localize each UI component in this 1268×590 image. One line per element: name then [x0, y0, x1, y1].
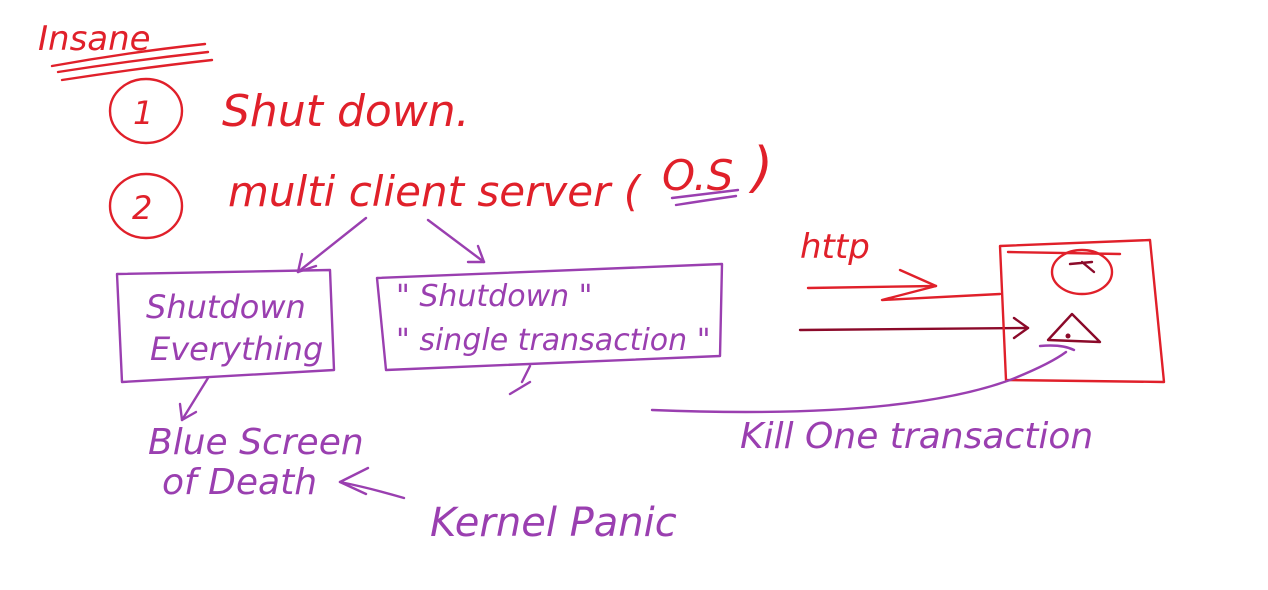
- right-box-line1: " Shutdown ": [396, 279, 592, 314]
- right-box-tick-mark: [508, 364, 532, 396]
- circle-icon-mark: [1068, 260, 1096, 274]
- http-label: http: [800, 227, 870, 267]
- right-box: [375, 262, 724, 372]
- heading-underline-2: [56, 50, 210, 74]
- item-1-text: Shut down.: [222, 86, 470, 137]
- right-box-line2: " single transaction ": [396, 323, 711, 358]
- arrow-to-right-box-head: [466, 244, 486, 264]
- arrow-to-bsod: [180, 376, 210, 422]
- circle-icon: [1050, 248, 1114, 296]
- maroon-request-arrow-head: [1012, 316, 1030, 340]
- server-box: [998, 238, 1166, 384]
- left-box-line1: Shutdown: [146, 288, 306, 326]
- warning-icon: [1046, 312, 1102, 344]
- bsod-line1: Blue Screen: [148, 422, 364, 463]
- item-2-close-paren: ): [748, 136, 773, 199]
- arrow-kernel-to-bsod-head: [338, 466, 370, 496]
- left-box: [115, 268, 336, 384]
- os-underline-1: [670, 188, 740, 200]
- heading-underline-1: [50, 42, 207, 68]
- item-2-number-circle: [108, 172, 184, 240]
- http-arrow-zigzag: [880, 268, 1002, 302]
- item-2-number: 2: [132, 189, 152, 227]
- http-arrow-top: [806, 284, 938, 290]
- arrow-kernel-to-bsod: [338, 480, 406, 500]
- kill-one-label: Kill One transaction: [740, 416, 1093, 457]
- os-underline-2: [674, 194, 738, 207]
- item-1-number-circle: [108, 77, 184, 145]
- item-1-number: 1: [133, 94, 153, 132]
- heading-underline-3: [60, 58, 214, 82]
- warning-icon-dot: [1065, 333, 1071, 339]
- arrow-to-right-box: [426, 218, 486, 264]
- arrow-to-bsod-head: [178, 402, 198, 422]
- kernel-panic-label: Kernel Panic: [430, 500, 677, 546]
- warning-underline: [1038, 344, 1076, 352]
- arrow-to-left-box: [296, 216, 368, 274]
- server-box-top-line: [1006, 250, 1122, 256]
- item-2-text: multi client server (: [228, 167, 642, 216]
- kill-transaction-curve: [650, 350, 1068, 414]
- bsod-line2: of Death: [162, 462, 317, 503]
- maroon-request-arrow: [798, 326, 1030, 332]
- left-box-line2: Everything: [150, 330, 323, 368]
